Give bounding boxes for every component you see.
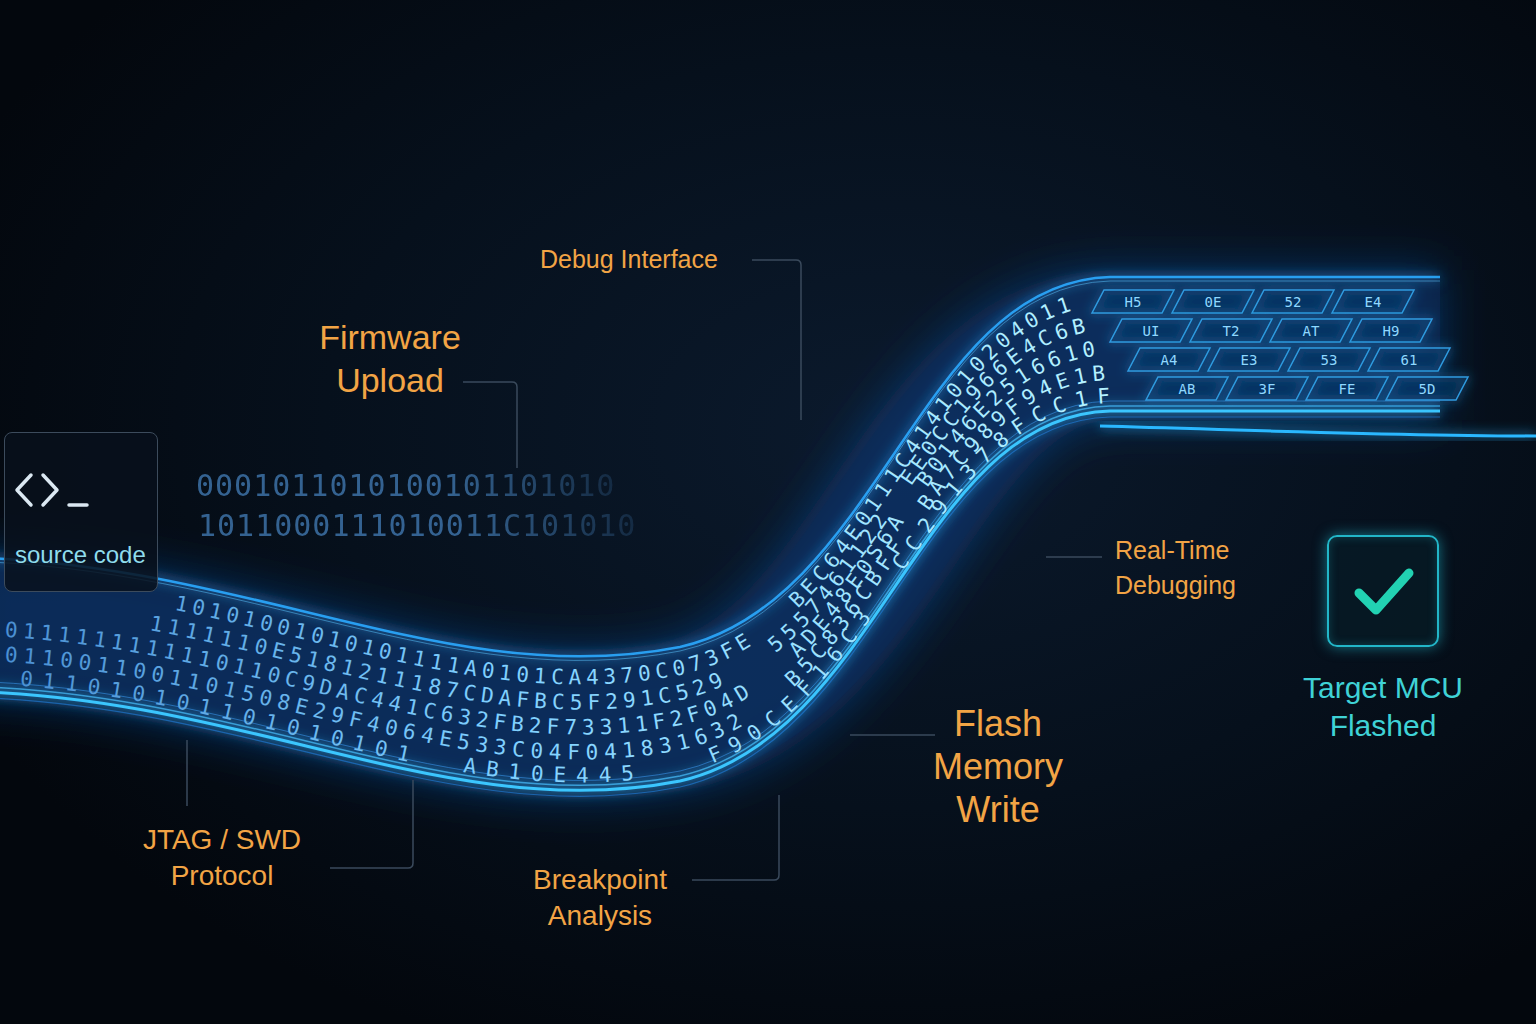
memory-cell: AT xyxy=(1270,319,1352,342)
memory-cell-outline xyxy=(1092,290,1174,313)
leader-line xyxy=(330,780,413,868)
memory-cell: E4 xyxy=(1332,290,1414,313)
hex-stream: 0111111111110110C9DAC441C632FB2F73311F2F… xyxy=(4,337,1097,739)
leader-line xyxy=(463,382,517,468)
memory-cell: A4 xyxy=(1128,348,1210,371)
callout-label: Firmware Upload xyxy=(300,316,480,401)
memory-cell: UI xyxy=(1110,319,1192,342)
memory-cell-outline xyxy=(1208,348,1290,371)
memory-cell-outline xyxy=(1270,319,1352,342)
memory-cell: T2 xyxy=(1190,319,1272,342)
callout-label: Real-Time Debugging xyxy=(1115,533,1285,603)
hex-stream: 011010101101010101 AB10E445 F90CEF16C3 C… xyxy=(19,384,1111,788)
memory-cell-value: 5D xyxy=(1419,381,1436,397)
memory-cell: 3F xyxy=(1226,377,1308,400)
callout-label: Debug Interface xyxy=(540,244,755,274)
memory-cell-value: FE xyxy=(1339,381,1356,397)
memory-cell-outline xyxy=(1332,290,1414,313)
memory-cell-value: H9 xyxy=(1383,323,1400,339)
memory-cell-outline xyxy=(1350,319,1432,342)
memory-cell: H9 xyxy=(1350,319,1432,342)
memory-cell: E3 xyxy=(1208,348,1290,371)
leader-line xyxy=(692,795,779,880)
memory-cell-value: 3F xyxy=(1259,381,1276,397)
hex-stream-path: 011010101101010101 AB10E445 F90CEF16C3 C… xyxy=(19,384,1111,788)
memory-cell-value: AT xyxy=(1303,323,1320,339)
memory-cell-value: 53 xyxy=(1321,352,1338,368)
memory-cell: AB xyxy=(1146,377,1228,400)
leader-line xyxy=(752,260,801,420)
hex-stream-path: 0111111111110110C9DAC441C632FB2F73311F2F… xyxy=(4,337,1097,739)
memory-cell-outline xyxy=(1110,319,1192,342)
check-box xyxy=(1327,535,1439,647)
memory-cell-outline xyxy=(1172,290,1254,313)
leader-line xyxy=(1046,556,1102,558)
memory-cell: 5D xyxy=(1386,377,1468,400)
memory-cell-outline xyxy=(1128,348,1210,371)
status-node: Target MCU Flashed xyxy=(1283,535,1483,744)
callout-label: JTAG / SWD Protocol xyxy=(112,822,332,895)
memory-cell: 52 xyxy=(1252,290,1334,313)
check-mark xyxy=(1329,537,1437,645)
binary-stream: 0001011010100101101010 xyxy=(196,468,615,503)
hex-stream-path: 0110011001101508E29F4064E533C04F04183163… xyxy=(4,361,1106,764)
memory-cell: FE xyxy=(1306,377,1388,400)
hex-stream: 0110011001101508E29F4064E533C04F04183163… xyxy=(4,361,1106,764)
status-label: Target MCU Flashed xyxy=(1283,669,1483,744)
leader-line xyxy=(850,734,935,736)
memory-cell-value: 52 xyxy=(1285,294,1302,310)
memory-cell: 61 xyxy=(1368,348,1450,371)
memory-cell-value: 61 xyxy=(1401,352,1418,368)
node-label: source code xyxy=(15,541,146,569)
memory-cell-value: 0E xyxy=(1205,294,1222,310)
memory-cell-value: H5 xyxy=(1125,294,1142,310)
memory-cell-value: A4 xyxy=(1161,352,1178,368)
memory-cell-value: AB xyxy=(1179,381,1196,397)
memory-cell-outline xyxy=(1368,348,1450,371)
memory-cell-outline xyxy=(1190,319,1272,342)
memory-cell: 53 xyxy=(1288,348,1370,371)
memory-cell: 0E xyxy=(1172,290,1254,313)
memory-cell-value: E3 xyxy=(1241,352,1258,368)
memory-cell-value: UI xyxy=(1143,323,1160,339)
callout-label: Breakpoint Analysis xyxy=(505,862,695,935)
memory-cell-outline xyxy=(1386,377,1468,400)
memory-cell-outline xyxy=(1306,377,1388,400)
memory-cell-outline xyxy=(1252,290,1334,313)
leader-lines xyxy=(187,260,1102,880)
memory-cell-outline xyxy=(1146,377,1228,400)
callout-label: Flash Memory Write xyxy=(908,702,1088,832)
memory-cell-value: T2 xyxy=(1223,323,1240,339)
memory-cell-value: E4 xyxy=(1365,294,1382,310)
binary-stream: 1011000111010011C101010 xyxy=(198,508,636,543)
signal-line xyxy=(1100,426,1536,436)
memory-cell: H5 xyxy=(1092,290,1174,313)
code-box: source code xyxy=(4,432,158,592)
terminal-icon xyxy=(13,469,103,513)
memory-cell-outline xyxy=(1288,348,1370,371)
data-ribbon xyxy=(0,277,1440,796)
memory-cell-outline xyxy=(1226,377,1308,400)
leader-line xyxy=(186,740,188,806)
